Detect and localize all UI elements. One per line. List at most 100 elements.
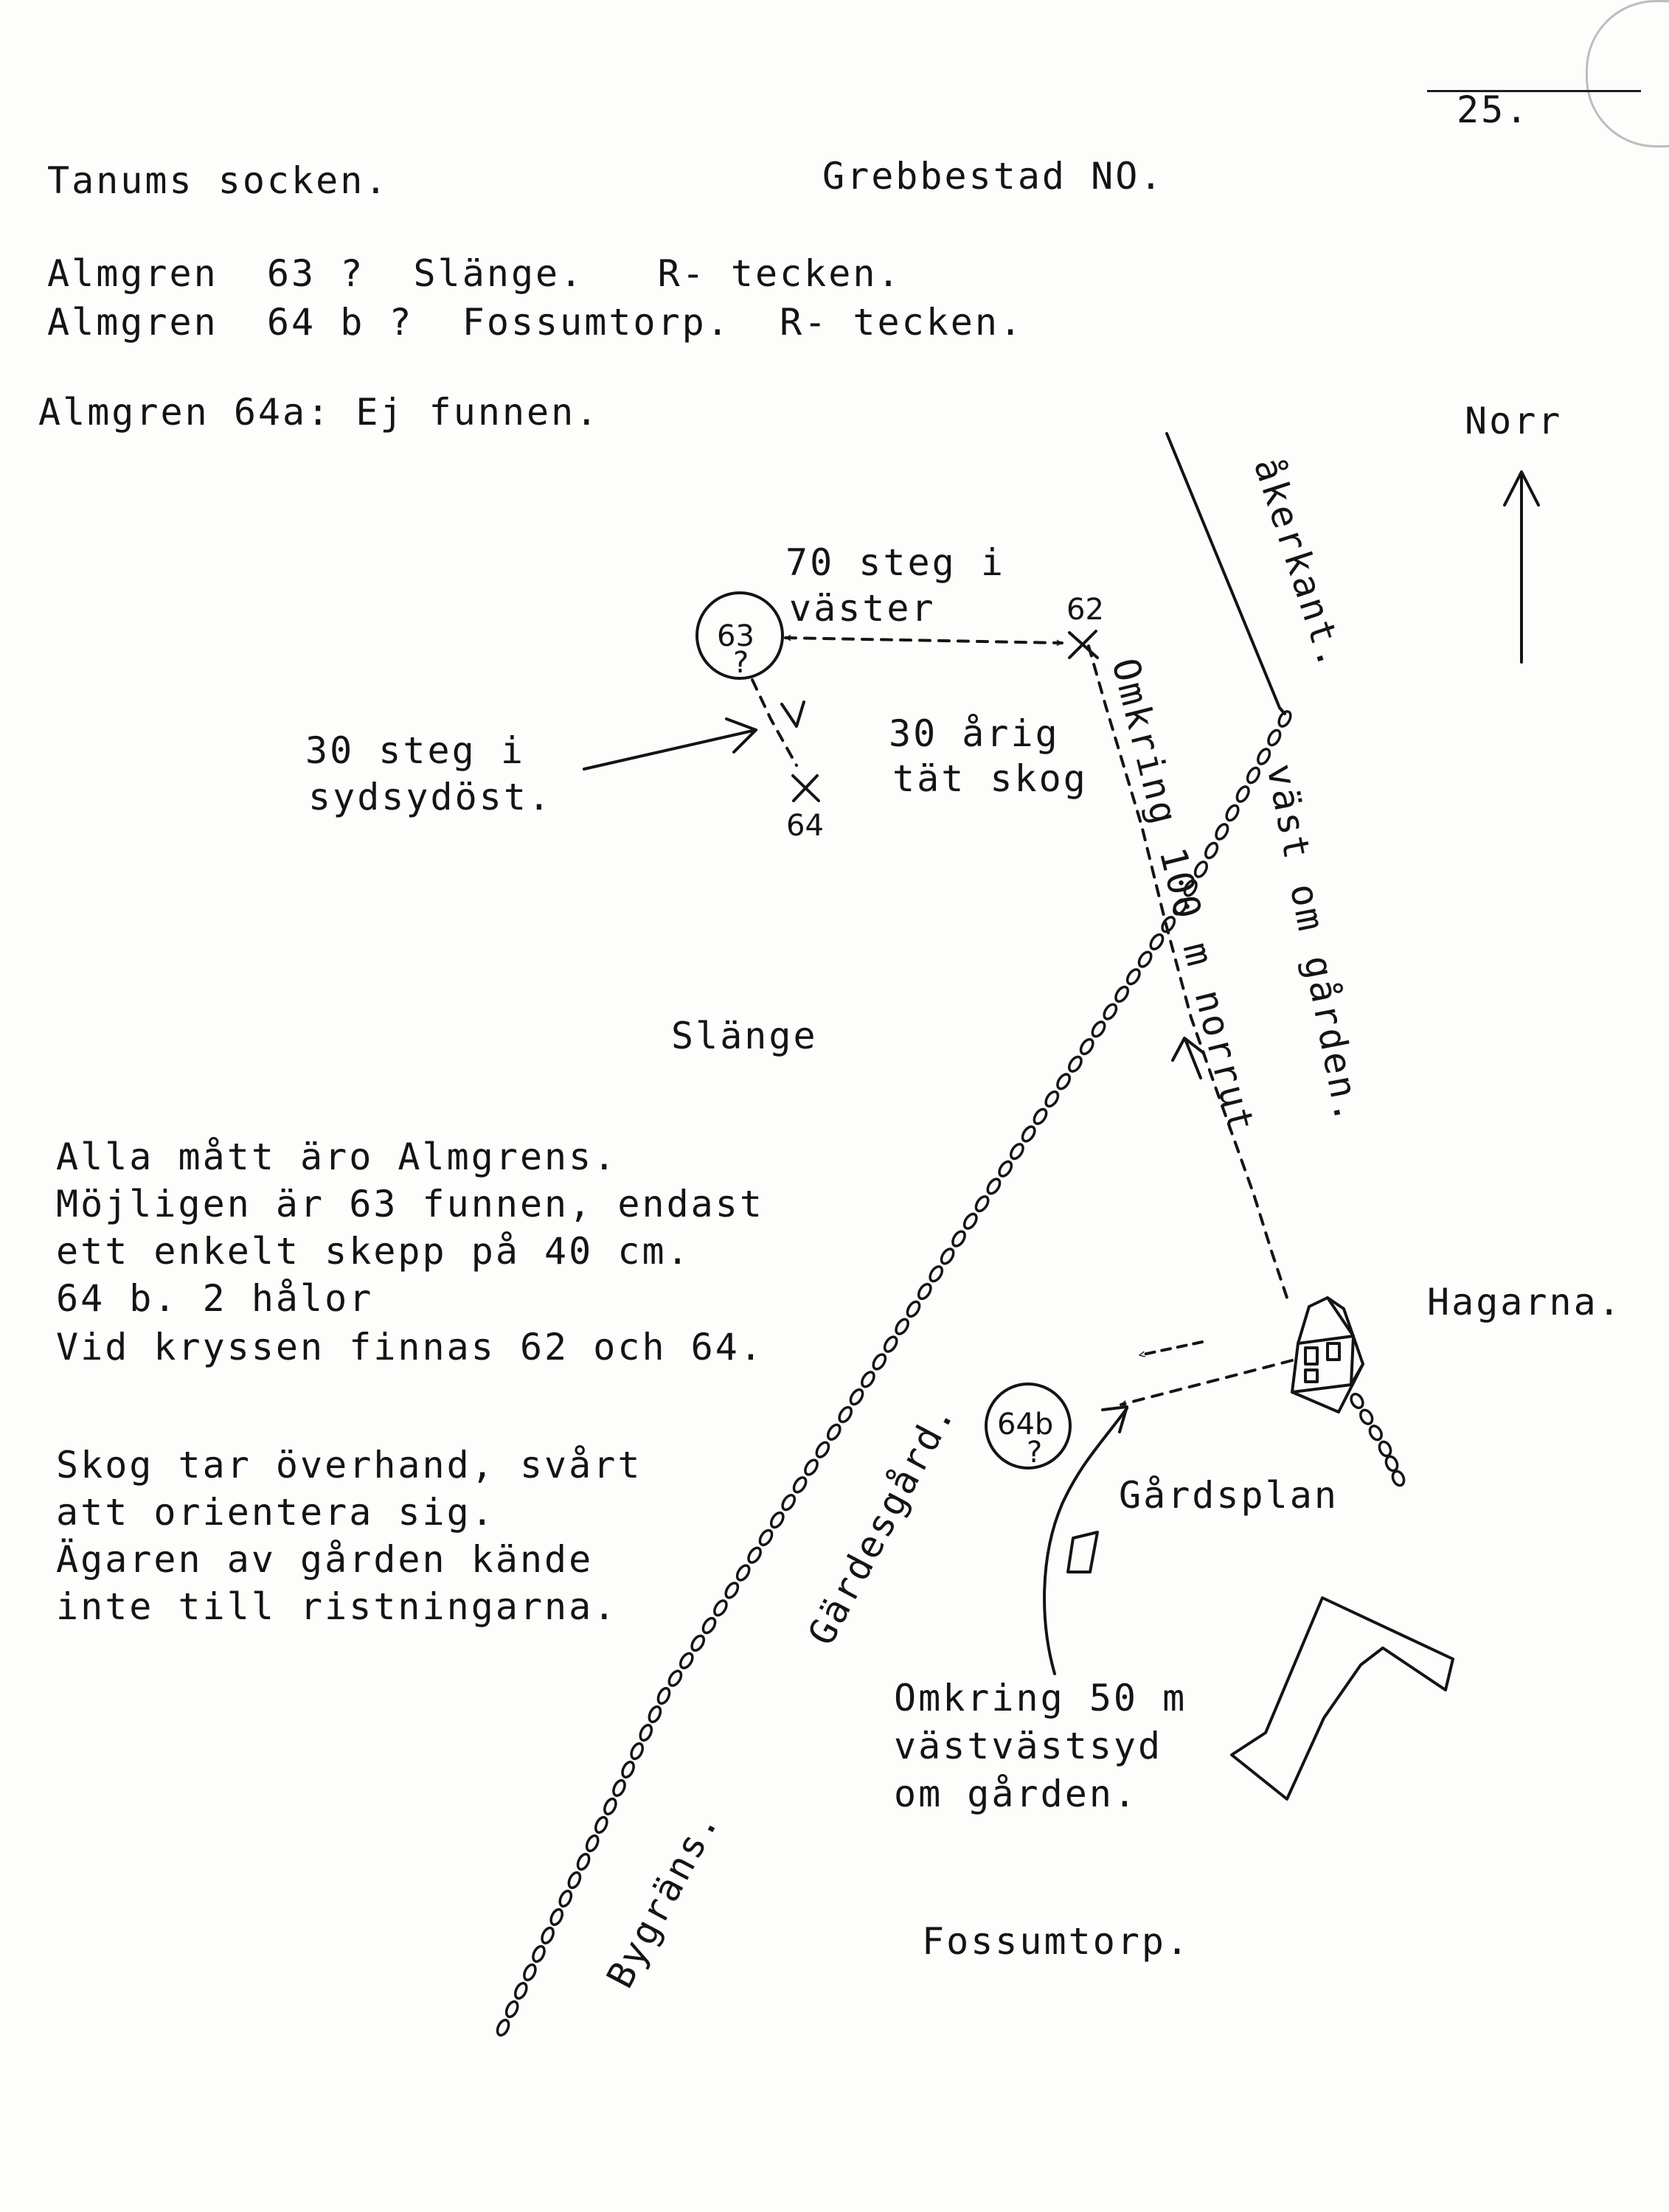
- farm-distance-line-1: Omkring 50 m: [894, 1677, 1187, 1719]
- fence-ring: [1161, 916, 1176, 933]
- fence-ring: [826, 1423, 842, 1441]
- note-line-4: 64 b. 2 hålor: [56, 1277, 374, 1320]
- fence-ring: [804, 1458, 819, 1476]
- site-64-cross-icon: [791, 774, 820, 802]
- fence-ring: [758, 1528, 774, 1547]
- fence-ring: [929, 1265, 944, 1283]
- fence-ring: [747, 1546, 762, 1564]
- fence-label: Gärdesgård.: [799, 1395, 963, 1652]
- place-hagarna: Hagarna.: [1427, 1281, 1623, 1324]
- fence-ring: [1021, 1125, 1036, 1143]
- fence-ring: [1215, 823, 1229, 841]
- site-62-label: 62: [1066, 593, 1104, 627]
- note2-line-4: inte till ristningarna.: [56, 1585, 618, 1628]
- fence-ring: [630, 1742, 645, 1761]
- note-line-1: Alla mått äro Almgrens.: [56, 1135, 618, 1178]
- distance-63-64-line: [751, 678, 798, 767]
- distance-62-63-arrow: [784, 638, 1063, 643]
- site-63-marker: 63 ?: [695, 591, 784, 680]
- fence-ring: [1079, 1037, 1094, 1056]
- fence-ring: [1067, 1055, 1083, 1073]
- page-number-rule: [1427, 90, 1641, 92]
- fence-ring: [735, 1564, 751, 1582]
- fence-ring: [838, 1405, 853, 1424]
- fence-ring: [648, 1705, 662, 1724]
- fence-ring: [713, 1599, 728, 1617]
- fence-ring: [849, 1388, 864, 1406]
- place-fossumtorp: Fossumtorp.: [922, 1920, 1190, 1963]
- note-line-2: Möjligen är 63 funnen, endast: [56, 1183, 764, 1225]
- site-63-question: ?: [733, 646, 749, 680]
- fence-ring: [558, 1889, 573, 1908]
- farm-west-arrow: [1138, 1340, 1204, 1355]
- site-63-label: 63: [717, 619, 754, 653]
- fence-ring: [940, 1248, 955, 1265]
- fence-ring: [523, 1963, 537, 1982]
- header-line-3: Almgren 64a: Ej funnen.: [38, 391, 600, 434]
- fence-ring: [815, 1441, 830, 1458]
- farm-distance-line-2: västvästsyd: [894, 1725, 1162, 1767]
- fence-ring: [883, 1335, 898, 1353]
- fence-ring: [998, 1160, 1013, 1178]
- fence-ring: [1103, 1003, 1118, 1020]
- fence-ring: [906, 1300, 921, 1318]
- boundary-label: Bygräns.: [598, 1803, 728, 1995]
- fence-line: [496, 710, 1292, 2037]
- pointer-to-64b-arrow: [1043, 1405, 1128, 1675]
- fence-ring: [701, 1616, 717, 1635]
- note-line-5: Vid kryssen finnas 62 och 64.: [56, 1326, 764, 1368]
- fence-ring: [1009, 1143, 1024, 1161]
- place-slange: Slänge: [671, 1015, 818, 1057]
- fence-ring: [567, 1871, 582, 1890]
- fence-ring: [639, 1723, 653, 1742]
- path-to-farm: [1087, 644, 1288, 1299]
- fence-ring: [1277, 710, 1292, 728]
- fence-ring: [1235, 785, 1250, 803]
- header-line-1: Almgren 63 ? Slänge. R- tecken.: [47, 252, 902, 295]
- fence-ring: [917, 1282, 932, 1301]
- note2-line-3: Ägaren av gården kände: [56, 1538, 594, 1581]
- fence-ring: [594, 1815, 608, 1834]
- fence-ring: [1204, 841, 1219, 860]
- pointer-to-64-arrow: [583, 717, 757, 771]
- site-64b-label: 64b: [997, 1408, 1053, 1441]
- fence-ring: [1091, 1020, 1106, 1038]
- fence-ring: [872, 1353, 887, 1371]
- fence-ring: [504, 2000, 519, 2019]
- fence-ring: [532, 1944, 546, 1964]
- fence-ring: [1359, 1408, 1374, 1425]
- north-label: Norr: [1465, 400, 1562, 442]
- fence-ring: [1257, 748, 1271, 765]
- path-label-west-of-farm: väst om gården.: [1258, 760, 1370, 1127]
- site-64-label: 64: [786, 809, 824, 843]
- page-number: 25.: [1457, 88, 1530, 131]
- outbuilding-icon: [1066, 1531, 1099, 1573]
- fence-ring: [1183, 879, 1198, 897]
- fence-ring: [667, 1669, 683, 1687]
- farmhouse-icon: [1291, 1296, 1364, 1413]
- fence-ring: [549, 1907, 564, 1927]
- fence-ring: [986, 1178, 1002, 1195]
- site-62-cross-icon: [1068, 630, 1099, 659]
- distance-west-line-1: 70 steg i: [785, 541, 1005, 584]
- field-edge-label: åkerkant.: [1246, 453, 1354, 675]
- site-64b-question: ?: [1027, 1436, 1042, 1470]
- farm-wall-line: [1350, 1392, 1406, 1487]
- fence-ring: [690, 1634, 706, 1652]
- fence-ring: [974, 1195, 990, 1213]
- fence-ring: [1246, 766, 1260, 785]
- fence-ring: [1114, 985, 1130, 1003]
- north-arrow-icon: [1503, 470, 1540, 664]
- fence-ring: [656, 1686, 671, 1705]
- note2-line-1: Skog tar överhand, svårt: [56, 1444, 642, 1486]
- distance-west-line-2: väster: [789, 587, 936, 630]
- fence-ring: [496, 2018, 510, 2037]
- fence-ring: [1044, 1090, 1060, 1108]
- fence-ring: [1391, 1470, 1406, 1487]
- fence-ring: [861, 1371, 875, 1388]
- fence-ring: [1384, 1455, 1399, 1472]
- fence-ring: [781, 1494, 797, 1512]
- note-line-3: ett enkelt skepp på 40 cm.: [56, 1230, 691, 1273]
- fence-ring: [769, 1511, 785, 1529]
- path-direction-arrow-icon: [1171, 1037, 1205, 1079]
